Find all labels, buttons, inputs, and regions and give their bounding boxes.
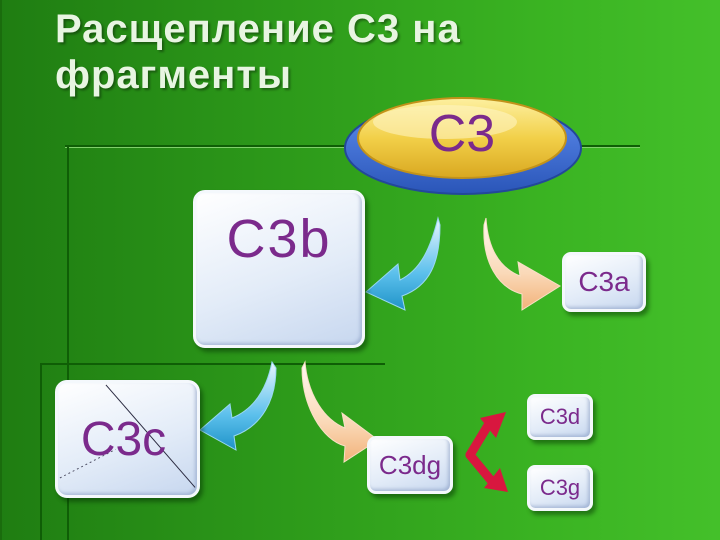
node-c3a-label: C3a — [578, 266, 630, 297]
frame-line-inner-left — [40, 363, 42, 540]
node-c3a: C3a — [562, 252, 646, 312]
split-arrow-c3dg — [465, 412, 508, 492]
node-c3b: C3b — [193, 190, 365, 348]
frame-line-mid — [40, 363, 385, 365]
title-line-1: Расщепление С3 на — [55, 7, 461, 51]
node-c3d: C3d — [527, 394, 593, 440]
node-c3c-label: C3c — [80, 412, 167, 466]
arrow-c3b-to-c3dg — [301, 360, 379, 463]
slide-title: Расщепление С3 на фрагменты — [55, 6, 615, 98]
node-c3dg-label: C3dg — [378, 449, 442, 480]
node-c3c: C3c — [55, 380, 200, 498]
node-c3g-label: C3g — [539, 475, 581, 500]
c3c-diagonal-line — [59, 384, 196, 488]
node-c3b-label: C3b — [226, 209, 332, 269]
node-c3d-label: C3d — [539, 404, 581, 429]
frame-line-left-outer — [0, 0, 2, 540]
arrow-c3-to-c3a — [483, 217, 561, 311]
node-c3-label: C3 — [428, 105, 496, 163]
arrow-c3b-to-c3c — [199, 360, 277, 451]
node-c3dg: C3dg — [367, 436, 453, 494]
node-c3g: C3g — [527, 465, 593, 511]
arrow-c3-to-c3b — [365, 216, 441, 311]
title-line-2: фрагменты — [55, 53, 293, 97]
frame-line-left — [67, 145, 69, 540]
c3-disc — [344, 97, 582, 195]
